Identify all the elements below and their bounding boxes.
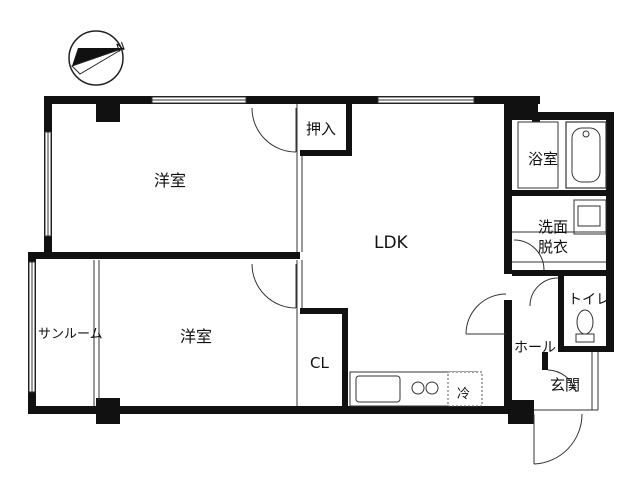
western-room-1-label: 洋室 bbox=[154, 171, 186, 190]
interior-walls bbox=[36, 104, 614, 408]
ldk-label: LDK bbox=[374, 233, 409, 253]
partitions bbox=[93, 104, 607, 411]
north-arrow-icon: N bbox=[68, 30, 127, 86]
washroom-label-line1: 洗面 bbox=[538, 218, 568, 236]
kitchen-counter bbox=[349, 371, 483, 407]
bathtub-icon bbox=[565, 121, 607, 189]
windows bbox=[28, 96, 475, 393]
entrance-label: 玄関 bbox=[550, 376, 580, 394]
western-room-2-label: 洋室 bbox=[180, 327, 212, 346]
toilet-icon bbox=[575, 309, 595, 343]
bathroom-label: 浴室 bbox=[528, 150, 558, 168]
washroom-label-line2: 脱衣 bbox=[538, 238, 568, 256]
fridge-label: 冷 bbox=[457, 387, 470, 402]
hall-label: ホール bbox=[514, 340, 556, 356]
doors bbox=[251, 107, 583, 465]
exterior-walls bbox=[28, 96, 614, 424]
oshiire-label: 押入 bbox=[306, 120, 336, 138]
closet-cl-label: CL bbox=[310, 354, 329, 372]
sunroom-label: サンルーム bbox=[38, 327, 103, 342]
toilet-label: トイレ bbox=[568, 292, 610, 308]
